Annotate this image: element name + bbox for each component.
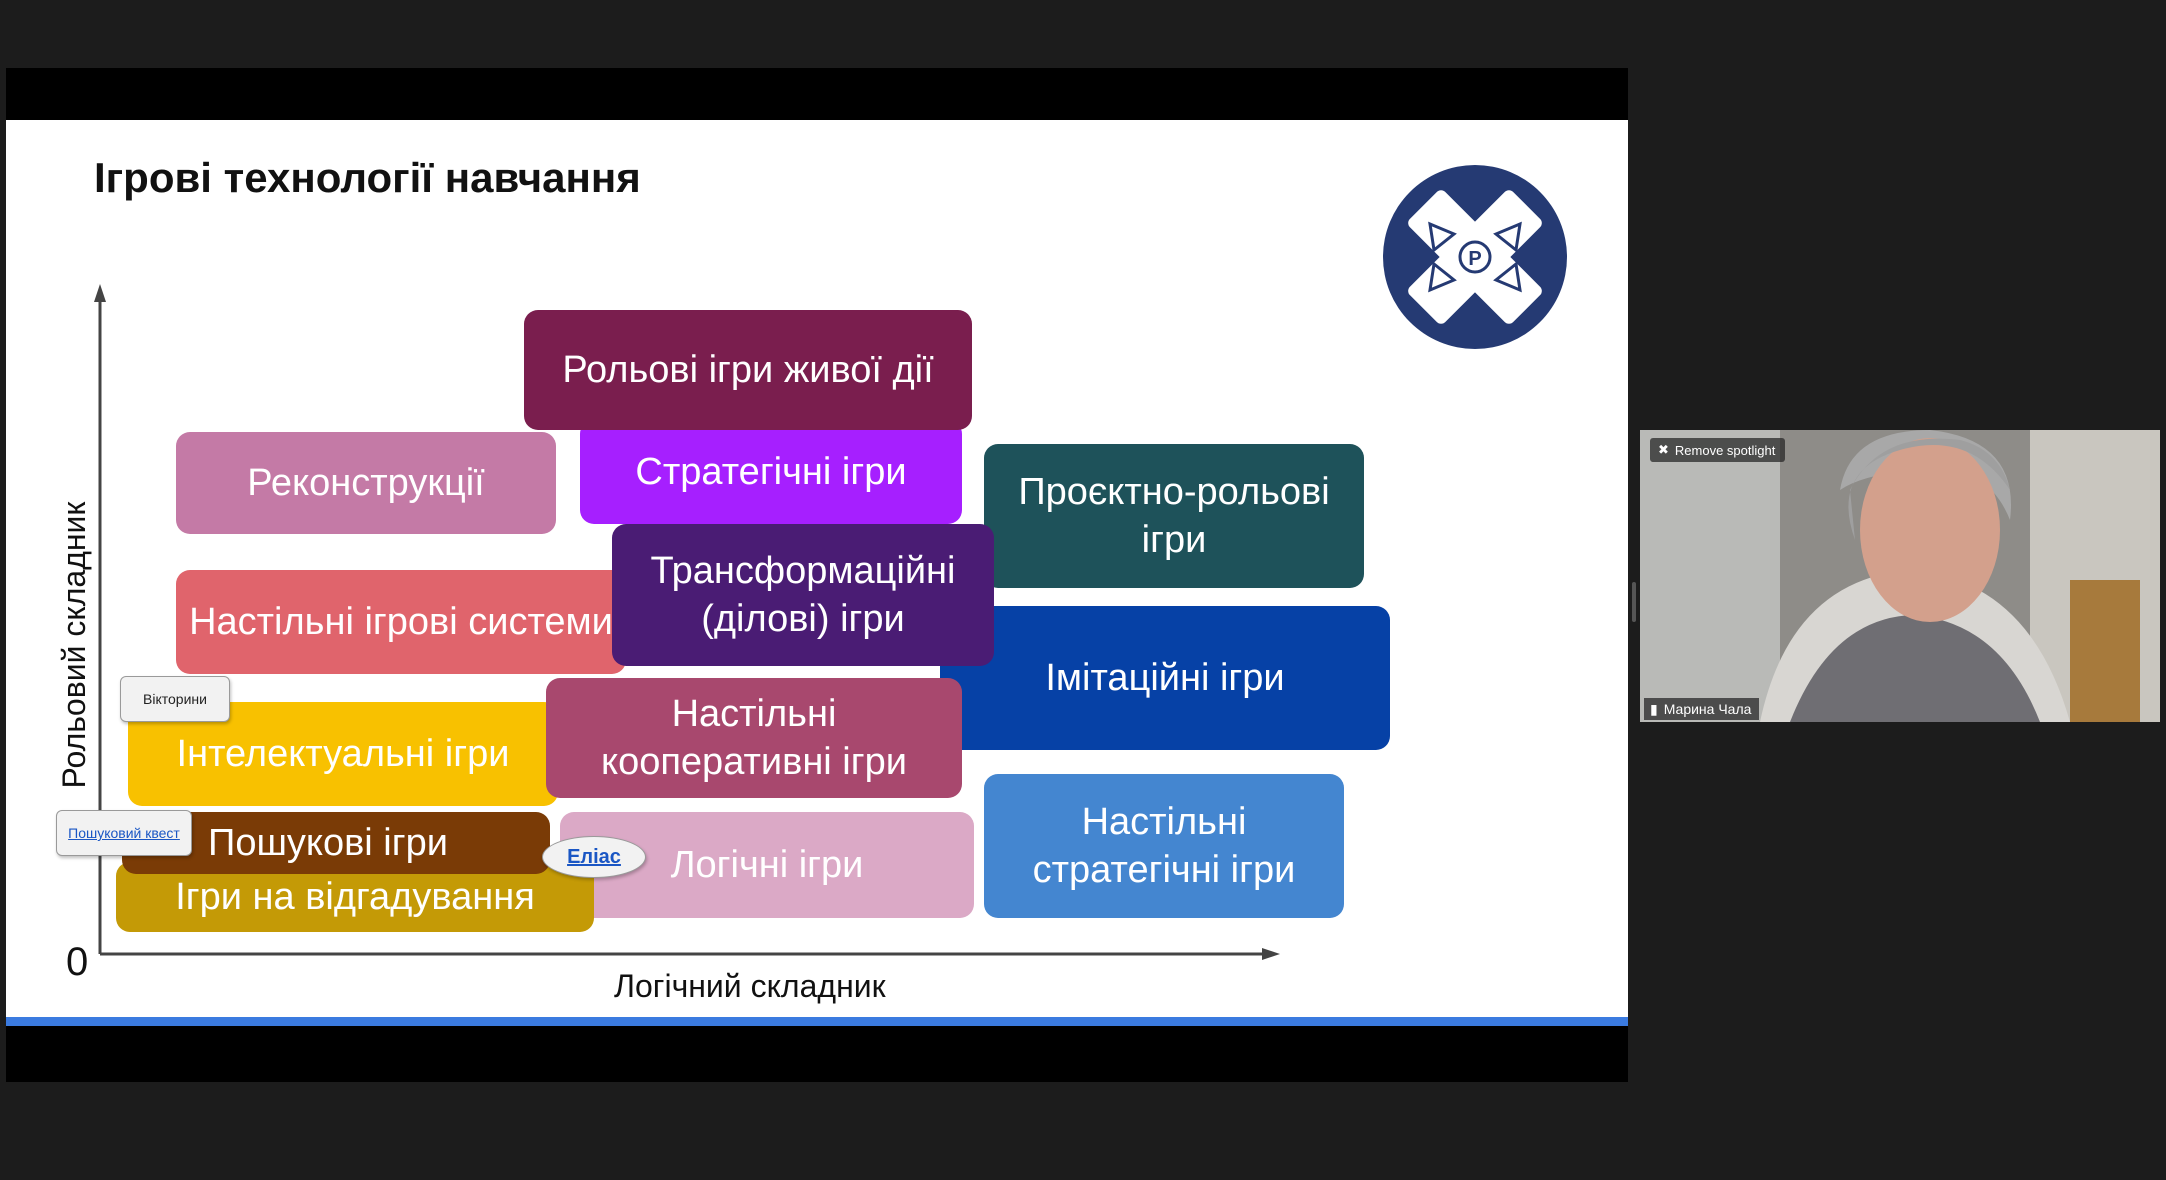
participant-name-tag: ▮ Марина Чала xyxy=(1644,698,1760,720)
callout-elias[interactable]: Еліас xyxy=(542,836,646,878)
elias-link[interactable]: Еліас xyxy=(567,845,621,868)
box-search: Пошукові ігри xyxy=(122,812,550,874)
logo-icon: P xyxy=(1383,165,1567,349)
slide-title: Ігрові технології навчання xyxy=(94,154,641,201)
participant-video[interactable]: ✖ Remove spotlight ▮ Марина Чала xyxy=(1640,430,2160,722)
presentation-slide: Ігрові технології навчання P Рольовий ск… xyxy=(6,120,1628,1026)
remove-spotlight-button[interactable]: ✖ Remove spotlight xyxy=(1650,438,1786,462)
top-black-band xyxy=(6,68,1628,120)
signal-bars-icon: ▮ xyxy=(1650,700,1658,717)
x-axis-label: Логічний складник xyxy=(614,968,886,1004)
box-strategic: Стратегічні ігри xyxy=(580,420,962,524)
callout-quizzes: Вікторини xyxy=(120,676,230,722)
box-live-action: Рольові ігри живої дії xyxy=(524,310,972,430)
box-reconstruction: Реконструкції xyxy=(176,432,556,534)
bottom-black-band xyxy=(6,1026,1628,1082)
box-board-strategic: Настільні стратегічні ігри xyxy=(984,774,1344,918)
callout-quest-link[interactable]: Пошуковий квест xyxy=(56,810,192,856)
origin-label: 0 xyxy=(66,940,89,984)
participant-name: Марина Чала xyxy=(1663,701,1752,717)
box-board-coop: Настільні кооперативні ігри xyxy=(546,678,962,798)
box-project-role: Проєктно-рольові ігри xyxy=(984,444,1364,588)
y-axis-label: Рольовий складник xyxy=(56,501,92,789)
box-imitation: Імітаційні ігри xyxy=(940,606,1390,750)
box-transformational: Трансформаційні (ділові) ігри xyxy=(612,524,994,666)
box-intellectual: Інтелектуальні ігри xyxy=(128,702,558,806)
panel-resize-handle[interactable] xyxy=(1632,582,1636,622)
pin-icon: ✖ xyxy=(1658,442,1669,457)
svg-text:P: P xyxy=(1468,248,1481,270)
video-background xyxy=(1640,430,2160,722)
box-board-systems: Настільні ігрові системи xyxy=(176,570,626,674)
slide-bottom-line xyxy=(6,1017,1628,1026)
remove-spotlight-label: Remove spotlight xyxy=(1674,442,1776,458)
